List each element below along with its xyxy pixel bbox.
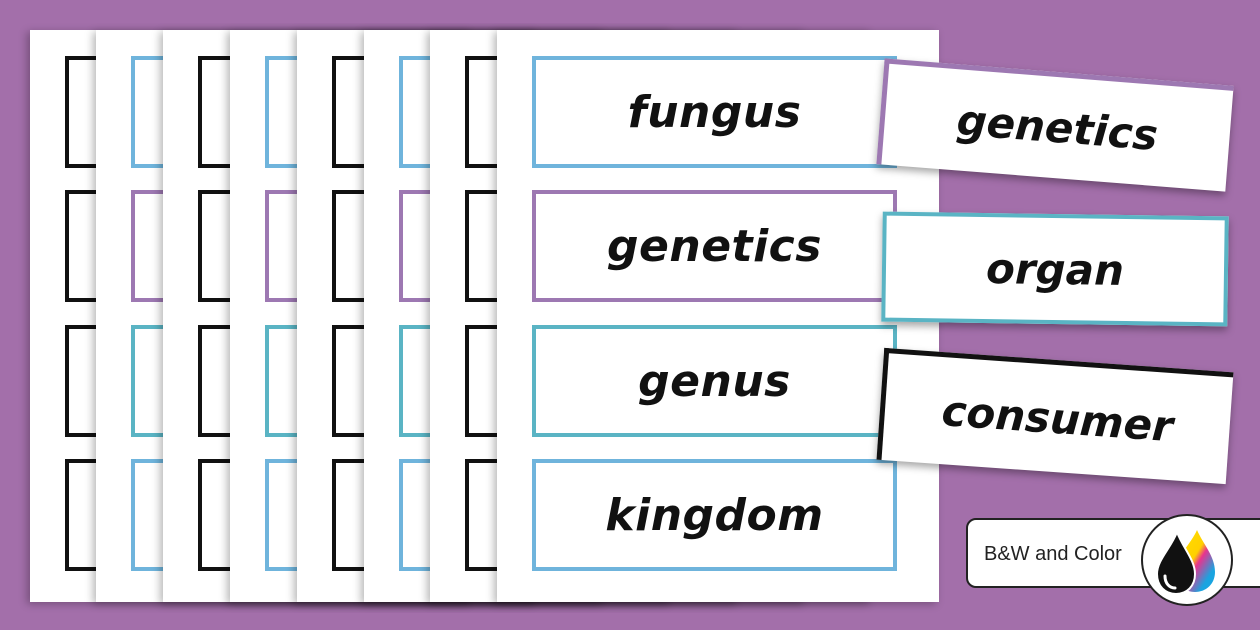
- word-box-kingdom: kingdom: [532, 459, 897, 571]
- worksheet-page-front: fungus genetics genus kingdom: [497, 30, 939, 602]
- ink-drops-graphic: [1155, 529, 1215, 596]
- word-card-organ: organ: [881, 211, 1229, 327]
- badge-label: B&W and Color: [984, 543, 1122, 565]
- card-word: organ: [985, 243, 1125, 295]
- word-label: fungus: [627, 86, 802, 138]
- card-word: consumer: [940, 386, 1175, 452]
- card-word: genetics: [955, 95, 1160, 161]
- word-label: kingdom: [605, 489, 824, 541]
- word-label: genetics: [607, 220, 822, 272]
- word-box-fungus: fungus: [532, 56, 897, 168]
- word-box-genetics: genetics: [532, 190, 897, 302]
- ink-drops-icon: [1141, 514, 1233, 606]
- word-label: genus: [638, 355, 791, 407]
- word-box-genus: genus: [532, 325, 897, 437]
